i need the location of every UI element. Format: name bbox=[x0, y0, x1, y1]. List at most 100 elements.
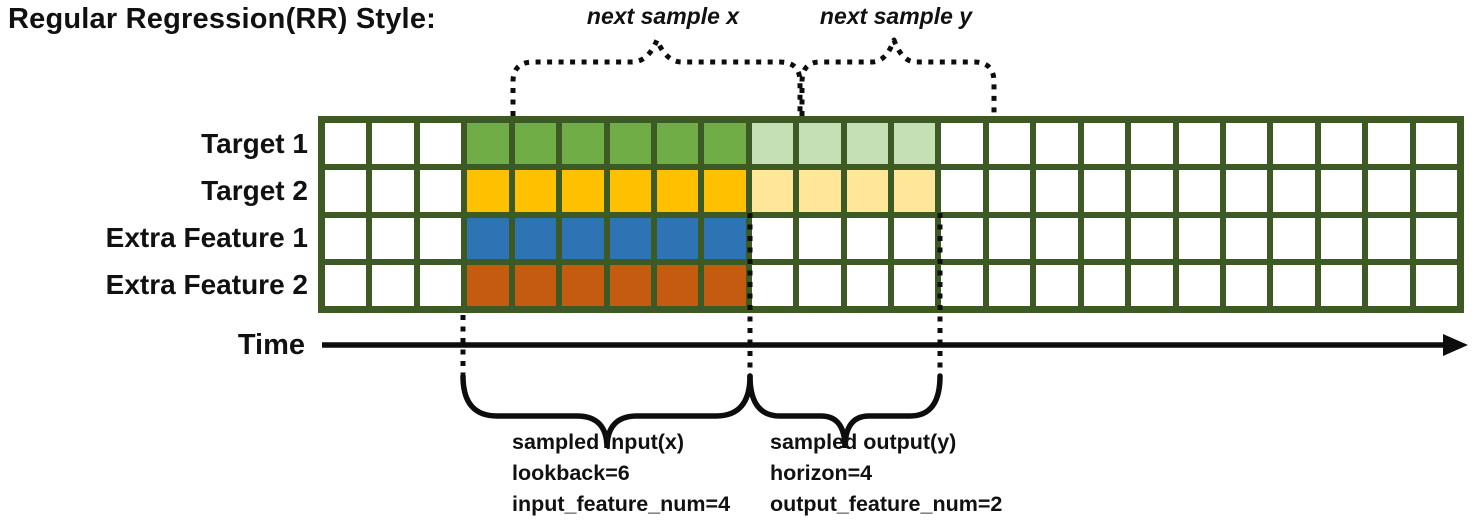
grid-cell bbox=[467, 217, 509, 259]
grid-cell bbox=[325, 264, 367, 306]
output-feature-num-value: output_feature_num=2 bbox=[770, 492, 1003, 516]
grid-cell bbox=[941, 264, 983, 306]
grid-cell bbox=[514, 123, 557, 165]
grid-cell bbox=[799, 264, 841, 306]
grid-cell bbox=[1368, 217, 1410, 259]
sampled-output-title: sampled output(y) bbox=[770, 430, 957, 454]
grid-cell bbox=[609, 264, 651, 306]
grid-cell bbox=[1131, 217, 1173, 259]
grid-cell bbox=[704, 170, 746, 212]
grid-cell bbox=[656, 217, 699, 259]
grid-cell bbox=[1131, 264, 1173, 306]
next-sample-y-brace bbox=[799, 37, 997, 116]
grid-cell bbox=[1415, 264, 1457, 306]
grid-cell bbox=[1178, 217, 1220, 259]
grid-cell bbox=[609, 123, 651, 165]
grid-cell bbox=[751, 170, 794, 212]
grid-cell bbox=[1273, 170, 1315, 212]
grid-cell bbox=[514, 217, 557, 259]
grid-cell bbox=[988, 170, 1031, 212]
grid-cell bbox=[1083, 123, 1126, 165]
grid-cell bbox=[894, 217, 936, 259]
grid-cell bbox=[467, 170, 509, 212]
grid-cell bbox=[1083, 217, 1126, 259]
row-label-target-1: Target 1 bbox=[201, 128, 308, 159]
grid-cell bbox=[656, 170, 699, 212]
next-sample-x-label: next sample x bbox=[586, 3, 740, 29]
time-axis-label: Time bbox=[237, 329, 305, 361]
grid-cell bbox=[941, 217, 983, 259]
grid-cell bbox=[562, 217, 604, 259]
grid-cell bbox=[1368, 170, 1410, 212]
grid-cell bbox=[846, 264, 888, 306]
grid-cell bbox=[704, 264, 746, 306]
input-feature-num-value: input_feature_num=4 bbox=[512, 492, 731, 516]
grid-cell bbox=[1320, 123, 1363, 165]
grid-cell bbox=[1273, 123, 1315, 165]
grid-cell bbox=[1225, 217, 1268, 259]
grid-cell bbox=[799, 217, 841, 259]
grid-cell bbox=[656, 123, 699, 165]
grid-cell bbox=[325, 123, 367, 165]
grid-cell bbox=[1225, 123, 1268, 165]
grid-cell bbox=[1273, 264, 1315, 306]
grid-cell bbox=[751, 123, 794, 165]
row-label-extra-feature-2: Extra Feature 2 bbox=[105, 269, 308, 300]
grid-cell bbox=[1320, 264, 1363, 306]
grid-cell bbox=[609, 217, 651, 259]
sampled-input-title: sampled input(x) bbox=[512, 430, 685, 454]
grid-cell bbox=[419, 123, 462, 165]
grid-cell bbox=[1368, 264, 1410, 306]
grid-cell bbox=[372, 264, 414, 306]
grid-cell bbox=[419, 264, 462, 306]
grid-cell bbox=[467, 123, 509, 165]
row-label-target-2: Target 2 bbox=[201, 175, 308, 206]
grid-cell bbox=[1178, 264, 1220, 306]
grid-cell bbox=[1415, 123, 1457, 165]
grid-cell bbox=[751, 264, 794, 306]
grid-cell bbox=[325, 170, 367, 212]
grid-cell bbox=[372, 217, 414, 259]
grid-cell bbox=[562, 123, 604, 165]
grid-cell bbox=[988, 123, 1031, 165]
grid-cell bbox=[941, 123, 983, 165]
grid-cell bbox=[514, 264, 557, 306]
grid-cell bbox=[1131, 123, 1173, 165]
grid-cell bbox=[941, 170, 983, 212]
grid-cell bbox=[988, 217, 1031, 259]
grid-cell bbox=[467, 264, 509, 306]
grid-cell bbox=[1415, 217, 1457, 259]
next-sample-y-label: next sample y bbox=[819, 3, 973, 29]
sampled-output-note: sampled output(y) horizon=4 output_featu… bbox=[770, 427, 1002, 520]
grid-cell bbox=[419, 170, 462, 212]
grid-cell bbox=[372, 170, 414, 212]
grid-cell bbox=[799, 170, 841, 212]
row-label-extra-feature-1: Extra Feature 1 bbox=[105, 222, 308, 253]
grid-cell bbox=[325, 217, 367, 259]
grid-cell bbox=[1415, 170, 1457, 212]
grid-cell bbox=[846, 217, 888, 259]
grid-cell bbox=[704, 217, 746, 259]
timeseries-grid bbox=[318, 116, 1464, 313]
grid-cell bbox=[372, 123, 414, 165]
grid-cell bbox=[1036, 123, 1078, 165]
grid-cell bbox=[704, 123, 746, 165]
grid-cell bbox=[799, 123, 841, 165]
grid-cell bbox=[514, 170, 557, 212]
grid-cell bbox=[1083, 170, 1126, 212]
lookback-value: lookback=6 bbox=[512, 461, 630, 485]
grid-cell bbox=[609, 170, 651, 212]
grid-cell bbox=[894, 170, 936, 212]
grid-cell bbox=[1225, 170, 1268, 212]
next-sample-x-brace bbox=[510, 37, 803, 116]
grid-cell bbox=[562, 264, 604, 306]
grid-cell bbox=[894, 264, 936, 306]
grid-cell bbox=[1036, 217, 1078, 259]
grid-cell bbox=[751, 217, 794, 259]
grid-cell bbox=[1178, 170, 1220, 212]
grid-cell bbox=[846, 170, 888, 212]
grid-cell bbox=[1273, 217, 1315, 259]
grid-cell bbox=[1320, 170, 1363, 212]
grid-cell bbox=[988, 264, 1031, 306]
